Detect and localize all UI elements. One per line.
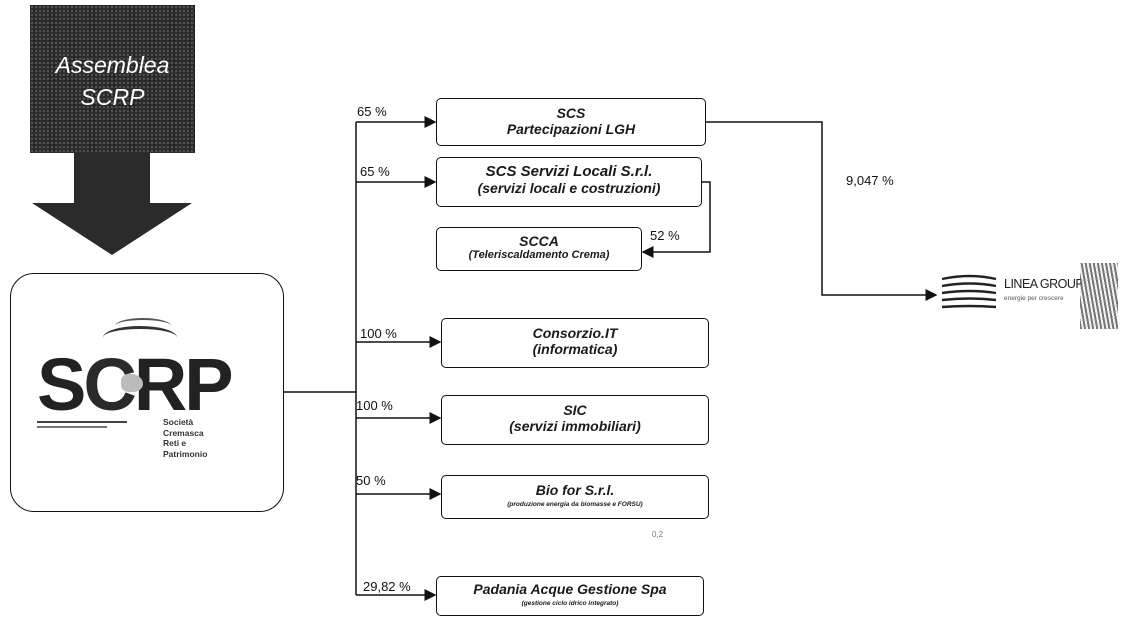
branch-scca <box>641 181 711 258</box>
scrp-logo-subtitle: Società Cremasca Reti e Patrimonio <box>163 417 208 459</box>
company-desc: (Teleriscaldamento Crema) <box>468 249 610 261</box>
logo-rule-2 <box>37 426 107 428</box>
logo-rule <box>37 421 127 423</box>
linea-group-logo: LINEA GROUP energie per crescere <box>938 263 1118 329</box>
company-name: SCCA <box>519 233 559 249</box>
percent-lgh: 9,047 % <box>846 173 894 188</box>
company-name: Consorzio.IT <box>532 325 618 341</box>
company-box-scca: SCCA (Teleriscaldamento Crema) <box>436 227 642 271</box>
company-desc: Partecipazioni LGH <box>506 121 636 137</box>
company-box-scs-servizi-locali: SCS Servizi Locali S.r.l. (servizi local… <box>436 157 702 207</box>
company-desc: (informatica) <box>532 341 618 357</box>
territory-map-icon <box>121 374 143 392</box>
percent-bio-for: 50 % <box>356 473 386 488</box>
linea-group-tagline: energie per crescere <box>1004 295 1064 302</box>
percent-scca: 52 % <box>650 228 680 243</box>
percent-consorzio-it: 100 % <box>360 326 397 341</box>
percent-sic: 100 % <box>356 398 393 413</box>
company-box-consorzio-it: Consorzio.IT (informatica) <box>441 318 709 368</box>
linea-group-name: LINEA GROUP <box>1004 277 1084 291</box>
company-desc: (produzione energia da biomasse e FORSU) <box>507 501 643 508</box>
company-desc: (gestione ciclo idrico integrato) <box>521 600 619 607</box>
assembly-block: Assemblea SCRP <box>30 5 195 153</box>
stray-mark: 0,2 <box>652 530 664 539</box>
scrp-logo-box: SCRP Società Cremasca Reti e Patrimonio <box>10 273 284 512</box>
company-desc: (servizi locali e costruzioni) <box>477 180 661 196</box>
company-name: SCS Servizi Locali S.r.l. <box>485 163 653 180</box>
company-name: Bio for S.r.l. <box>535 482 615 498</box>
company-box-padania-acque: Padania Acque Gestione Spa (gestione cic… <box>436 576 704 616</box>
company-box-scs-partecipazioni: SCS Partecipazioni LGH <box>436 98 706 146</box>
tree-image-icon <box>1080 263 1118 329</box>
scrp-logo-text: SCRP <box>37 343 234 426</box>
company-desc: (servizi immobiliari) <box>509 418 641 434</box>
percent-scs-servizi-locali: 65 % <box>360 164 390 179</box>
assembly-line2: SCRP <box>80 84 145 110</box>
company-box-bio-for: Bio for S.r.l. (produzione energia da bi… <box>441 475 709 519</box>
company-name: SCS <box>556 105 586 121</box>
company-name: Padania Acque Gestione Spa <box>473 581 667 597</box>
branch-lgh <box>706 121 938 301</box>
percent-padania-acque: 29,82 % <box>363 579 411 594</box>
down-arrow-icon <box>32 203 192 255</box>
company-name: SIC <box>563 402 587 418</box>
down-arrow-shaft <box>74 153 150 203</box>
company-box-sic: SIC (servizi immobiliari) <box>441 395 709 445</box>
assembly-line1: Assemblea <box>55 52 170 78</box>
percent-scs-partecipazioni: 65 % <box>357 104 387 119</box>
logo-swirl-icon-2 <box>115 318 171 334</box>
linea-waves-icon <box>941 274 997 309</box>
assembly-label: Assemblea SCRP <box>30 49 195 113</box>
